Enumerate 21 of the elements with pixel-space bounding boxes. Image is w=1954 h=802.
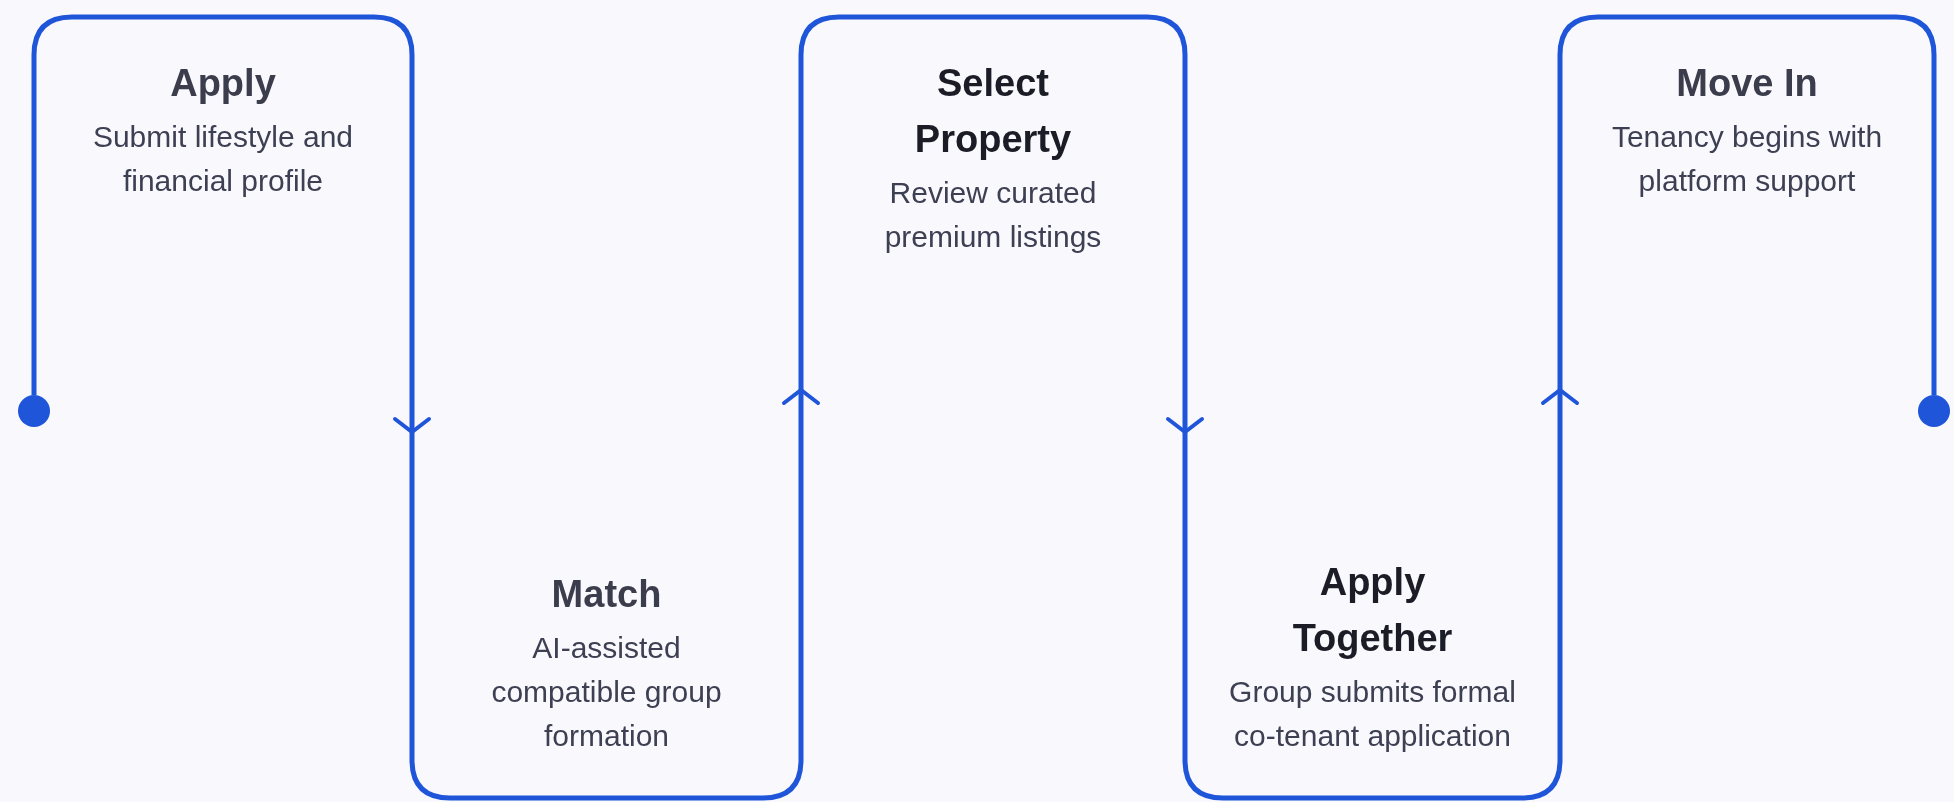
step-description: Group submits formal co-tenant application [1228, 674, 1517, 754]
step-title: Apply [170, 61, 276, 106]
step-title: Apply Together [1291, 560, 1454, 661]
step-panel [801, 17, 1185, 390]
step-panel [34, 17, 412, 390]
step-description: AI-assisted compatible group formation [490, 630, 723, 754]
step-description: Submit lifestyle and financial profile [91, 119, 355, 199]
step-panel [412, 432, 801, 798]
connector-line [1931, 390, 1937, 395]
step-description: Review curated premium listings [883, 175, 1103, 255]
step-title: Move In [1676, 61, 1818, 106]
step-description: Tenancy begins with platform support [1610, 119, 1884, 199]
step-title: Select Property [913, 61, 1073, 162]
connector-line [31, 390, 37, 395]
connector-line [393, 390, 431, 434]
step-panel [1185, 432, 1560, 798]
connector-line [782, 388, 820, 432]
connector-line [1541, 388, 1579, 432]
step-panel [1560, 17, 1934, 390]
step-title: Match [551, 572, 662, 617]
connector-line [1166, 390, 1204, 434]
